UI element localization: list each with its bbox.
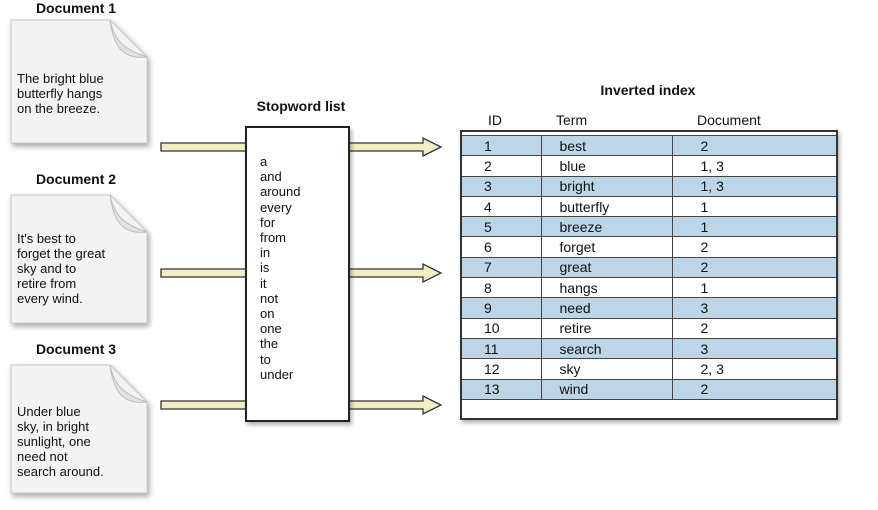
page-curl-icon — [10, 364, 148, 494]
cell-id: 8 — [462, 277, 542, 299]
document-3-title: Document 3 — [35, 341, 117, 357]
cell-document: 1, 3 — [671, 175, 836, 197]
table-row: 13 wind 2 — [462, 378, 836, 400]
cell-term: hangs — [540, 277, 673, 299]
stopword: is — [260, 260, 270, 276]
cell-term: wind — [540, 378, 673, 400]
cell-id: 12 — [462, 358, 542, 380]
column-header-document: Document — [697, 112, 761, 128]
stopword: to — [260, 351, 271, 367]
cell-term: blue — [540, 155, 673, 177]
stopword: every — [260, 199, 292, 215]
cell-id: 4 — [462, 195, 542, 218]
table-row: 7 great 2 — [462, 256, 836, 279]
stopword: a — [260, 154, 268, 169]
document-1-page: The bright blue butterfly hangs on the b… — [10, 19, 148, 144]
cell-document: 2 — [671, 134, 836, 157]
cell-document: 2 — [671, 236, 836, 258]
stopword-list-title: Stopword list — [256, 98, 346, 114]
cell-id: 11 — [462, 337, 542, 360]
stopword-list-box: a and around every for from in is it not… — [245, 126, 350, 422]
document-2-text: It's best to forget the great sky and to… — [17, 231, 106, 306]
cell-id: 10 — [462, 317, 542, 339]
stopword: from — [260, 230, 286, 246]
cell-id: 5 — [462, 216, 542, 238]
cell-id: 2 — [462, 155, 542, 177]
stopword: one — [260, 321, 282, 337]
cell-term: best — [540, 134, 673, 157]
stopword: and — [260, 169, 282, 185]
cell-document: 1 — [671, 277, 836, 299]
cell-term: breeze — [540, 216, 673, 238]
page-curl-icon — [10, 194, 148, 324]
table-row: 2 blue 1, 3 — [462, 155, 836, 177]
cell-id: 3 — [462, 175, 542, 197]
column-header-term: Term — [556, 112, 588, 128]
document-3-text: Under blue sky, in bright sunlight, one … — [17, 404, 104, 479]
page-curl-icon — [10, 19, 148, 144]
cell-document: 2 — [671, 256, 836, 279]
cell-id: 6 — [462, 236, 542, 258]
cell-document: 1, 3 — [671, 155, 836, 177]
cell-id: 13 — [462, 378, 542, 400]
table-row: 1 best 2 — [462, 134, 836, 157]
stopword: on — [260, 306, 275, 322]
stopword: in — [260, 245, 271, 261]
document-2-page: It's best to forget the great sky and to… — [10, 194, 148, 324]
stopword: not — [260, 290, 279, 306]
cell-document: 3 — [671, 337, 836, 360]
stopword: under — [260, 366, 294, 382]
cell-term: need — [540, 297, 673, 319]
cell-term: search — [540, 337, 673, 360]
cell-document: 2 — [671, 317, 836, 339]
cell-document: 1 — [671, 216, 836, 238]
inverted-index-table-box: 1 best 2 2 blue 1, 3 3 bright 1, 3 4 but… — [460, 130, 838, 420]
table-row: 10 retire 2 — [462, 317, 836, 339]
document-1-title: Document 1 — [35, 0, 117, 16]
stopword: it — [260, 275, 267, 291]
stopword-list: a and around every for from in is it not… — [260, 154, 300, 382]
table-row: 12 sky 2, 3 — [462, 358, 836, 380]
document-3-page: Under blue sky, in bright sunlight, one … — [10, 364, 148, 494]
inverted-index-table: 1 best 2 2 blue 1, 3 3 bright 1, 3 4 but… — [462, 134, 836, 400]
table-row: 11 search 3 — [462, 337, 836, 360]
stopword: around — [260, 184, 301, 200]
cell-term: bright — [540, 175, 673, 197]
stopword: for — [260, 214, 276, 230]
table-row: 6 forget 2 — [462, 236, 836, 258]
document-1-text: The bright blue butterfly hangs on the b… — [17, 71, 104, 116]
column-header-id: ID — [488, 112, 502, 128]
cell-document: 2 — [671, 378, 836, 400]
cell-document: 1 — [671, 195, 836, 218]
document-2-title: Document 2 — [35, 171, 117, 187]
cell-term: butterfly — [540, 195, 673, 218]
cell-id: 9 — [462, 297, 542, 319]
table-row: 8 hangs 1 — [462, 277, 836, 299]
cell-id: 1 — [462, 134, 542, 157]
table-row: 5 breeze 1 — [462, 216, 836, 238]
inverted-index-title: Inverted index — [600, 82, 696, 98]
table-row: 3 bright 1, 3 — [462, 175, 836, 197]
cell-term: forget — [540, 236, 673, 258]
cell-id: 7 — [462, 256, 542, 279]
table-row: 9 need 3 — [462, 297, 836, 319]
stopword: the — [260, 336, 279, 352]
cell-term: retire — [540, 317, 673, 339]
cell-document: 2, 3 — [671, 358, 836, 380]
table-row: 4 butterfly 1 — [462, 195, 836, 218]
cell-term: great — [540, 256, 673, 279]
cell-term: sky — [540, 358, 673, 380]
cell-document: 3 — [671, 297, 836, 319]
